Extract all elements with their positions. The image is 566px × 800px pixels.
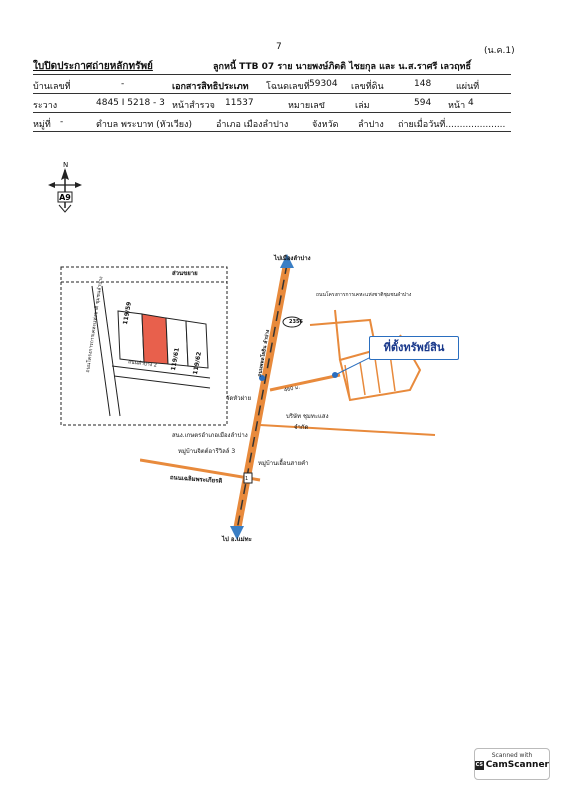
scanner-line1: Scanned with xyxy=(491,752,533,759)
agri-office-label: สนง.เกษตรอำเภอเมืองลำปาง xyxy=(172,432,248,439)
to-north-label: ไปเมืองลำปาง xyxy=(274,255,311,262)
book-label: เล่ม xyxy=(355,101,370,111)
header-rule-2 xyxy=(33,93,511,94)
header-rule-4 xyxy=(33,131,511,132)
house-no: - xyxy=(121,79,125,89)
village-value: - xyxy=(60,117,64,127)
no-label: หมายเลข xyxy=(288,101,325,111)
to-south-label: ไป อ.แม่ทะ xyxy=(222,536,252,543)
location-map xyxy=(140,254,436,540)
village-label: หมู่ที่ xyxy=(33,120,51,130)
property-callout: ที่ตั้งทรัพย์สิน xyxy=(369,336,459,360)
header-rule-1 xyxy=(33,74,511,75)
grid-label: ระวาง xyxy=(33,101,58,111)
svg-text:A9: A9 xyxy=(59,193,71,202)
house-no-label: บ้านเลขที่ xyxy=(33,82,71,92)
province: ลำปาง xyxy=(358,120,384,130)
page-value: 4 xyxy=(468,98,474,108)
village1-label: หมู่บ้านจิตต์อารีวิลล์ 3 xyxy=(178,448,236,455)
province-label: จังหวัด xyxy=(312,120,339,130)
north-letter: N xyxy=(63,161,69,169)
property-label: ที่ตั้งทรัพย์สิน xyxy=(383,341,445,354)
sheet-label: แผ่นที่ xyxy=(456,82,480,92)
land-no-label: เลขที่ดิน xyxy=(351,82,384,92)
document-title: ใบปิดประกาศถ่ายหลักทรัพย์ xyxy=(33,61,153,72)
doc-type-label: เอกสารสิทธิประเภท xyxy=(172,82,249,92)
debtor-line: ลูกหนี้ TTB 07 ราย นายพงษ์ภิตติ ไชยกุล แ… xyxy=(213,62,471,72)
book-no: 594 xyxy=(414,98,432,108)
district: อำเภอ เมืองลำปาง xyxy=(216,120,289,130)
camscanner-logo-icon: CS xyxy=(475,760,484,770)
north-arrow: A9 xyxy=(45,160,85,220)
land-no: 148 xyxy=(414,79,432,89)
deed-no: 59304 xyxy=(309,79,338,89)
company-label-2: จำกัด xyxy=(294,424,309,431)
inset-map xyxy=(60,266,228,426)
photo-date: ถ่ายเมื่อวันที่..................... xyxy=(398,120,506,130)
temple-label: วัดหัวฝาย xyxy=(226,395,251,402)
junction-number: 2356 xyxy=(289,319,303,325)
page-label: หน้า xyxy=(448,101,466,111)
company-label-1: บริษัท ชุมทะแสง xyxy=(286,413,329,420)
no-value: - xyxy=(322,98,326,108)
page-number: 7 xyxy=(276,42,282,52)
subdistrict: ตำบล พระบาท (หัวเวียง) xyxy=(96,120,192,130)
camscanner-badge: Scanned with CS CamScanner xyxy=(474,748,550,780)
housing-project-label: ถนนโครงการการเคหะแห่งชาติชุมชนลำปาง xyxy=(316,292,412,298)
deed-label: โฉนดเลขที่ xyxy=(266,82,310,92)
north-arrow-icon: A9 xyxy=(48,168,82,213)
road-number: 1 xyxy=(245,476,249,482)
scanner-brand: CamScanner xyxy=(485,760,549,770)
grid-value: 4845 I 5218 - 3 xyxy=(96,98,165,108)
inset-title: ส่วนขยาย xyxy=(172,270,198,277)
survey-no: 11537 xyxy=(225,98,254,108)
village2-label: หมู่บ้านเอื้อนสายคำ xyxy=(258,460,309,467)
form-code: (น.ค.1) xyxy=(484,46,515,56)
header-rule-3 xyxy=(33,112,511,113)
survey-label: หน้าสำรวจ xyxy=(172,101,215,111)
